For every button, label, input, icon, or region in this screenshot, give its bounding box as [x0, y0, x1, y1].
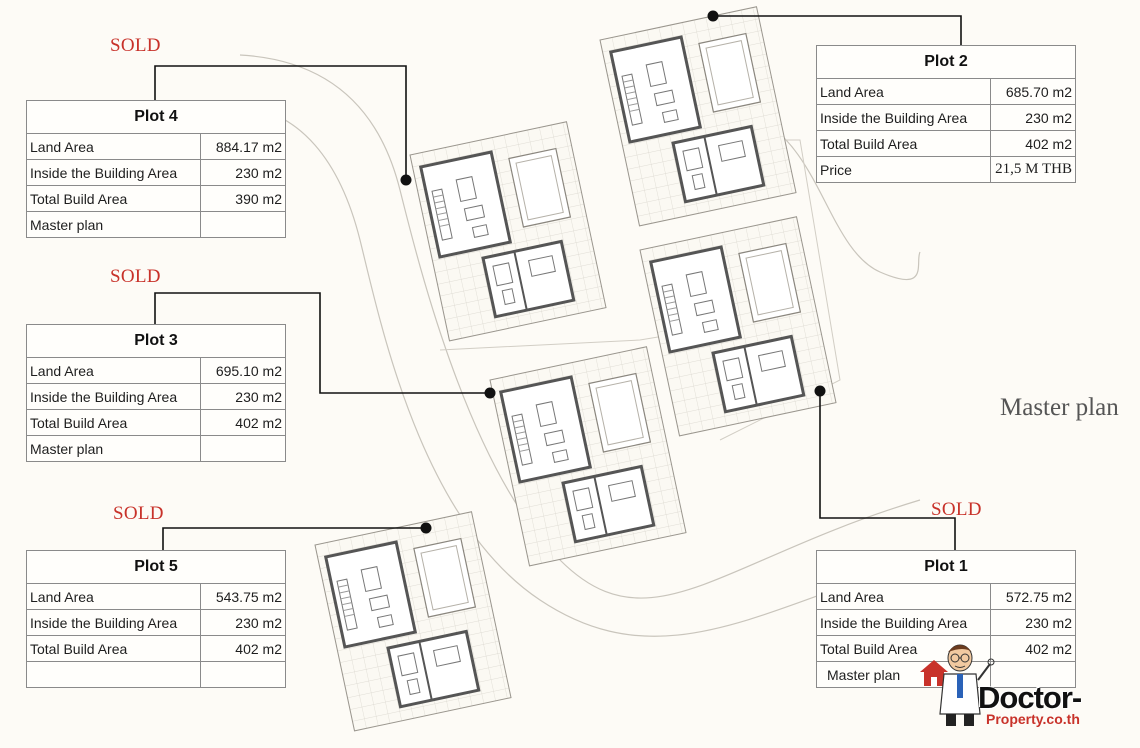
plot1-land-area-value: 572.75 m2	[990, 583, 1076, 610]
plot3-title: Plot 3	[26, 324, 286, 358]
plot1-master-plan-value	[990, 661, 1076, 688]
plot3-inside-area-value: 230 m2	[200, 383, 286, 410]
sold-label-plot1: SOLD	[931, 499, 982, 520]
logo-brand-text: Doctor-	[978, 680, 1082, 715]
plot3-master-plan-label: Master plan	[26, 435, 201, 462]
plot2-title: Plot 2	[816, 45, 1076, 79]
plot3-master-plan-value	[200, 435, 286, 462]
plot5-empty-label	[26, 661, 201, 688]
plot2-inside-area-value: 230 m2	[990, 104, 1076, 131]
plot4-inside-area-label: Inside the Building Area	[26, 159, 201, 186]
plot5-inside-area-label: Inside the Building Area	[26, 609, 201, 636]
plot4-land-area-label: Land Area	[26, 133, 201, 160]
plot3-total-build-label: Total Build Area	[26, 409, 201, 436]
master-plan-side-label: Master plan	[1000, 394, 1119, 421]
plot2-price-label: Price	[816, 156, 991, 183]
plot1-inside-area-label: Inside the Building Area	[816, 609, 991, 636]
plot3-inside-area-label: Inside the Building Area	[26, 383, 201, 410]
plot3-land-area-value: 695.10 m2	[200, 357, 286, 384]
plot2-land-area-value: 685.70 m2	[990, 78, 1076, 105]
logo-domain-text: Property.co.th	[986, 711, 1080, 727]
plot5-land-area-value: 543.75 m2	[200, 583, 286, 610]
plot4-total-build-label: Total Build Area	[26, 185, 201, 212]
plot5-total-build-label: Total Build Area	[26, 635, 201, 662]
plot1-inside-area-value: 230 m2	[990, 609, 1076, 636]
sold-label-plot5: SOLD	[113, 503, 164, 524]
plot4-title: Plot 4	[26, 100, 286, 134]
plot5-empty-value	[200, 661, 286, 688]
plot4-inside-area-value: 230 m2	[200, 159, 286, 186]
sold-label-plot3: SOLD	[110, 266, 161, 287]
plot1-title: Plot 1	[816, 550, 1076, 584]
plot2-land-area-label: Land Area	[816, 78, 991, 105]
plot2-inside-area-label: Inside the Building Area	[816, 104, 991, 131]
plot4-master-plan-label: Master plan	[26, 211, 201, 238]
plot2-total-build-value: 402 m2	[990, 130, 1076, 157]
doctor-property-logo: Doctor- Property.co.th	[918, 640, 1138, 732]
plot5-land-area-label: Land Area	[26, 583, 201, 610]
plot3-total-build-value: 402 m2	[200, 409, 286, 436]
sold-label-plot4: SOLD	[110, 35, 161, 56]
plot4-master-plan-value	[200, 211, 286, 238]
doctor-mascot-icon	[920, 644, 995, 726]
plot1-land-area-label: Land Area	[816, 583, 991, 610]
plot4-land-area-value: 884.17 m2	[200, 133, 286, 160]
plot5-title: Plot 5	[26, 550, 286, 584]
plot2-total-build-label: Total Build Area	[816, 130, 991, 157]
plot2-price-value: 21,5 M THB	[990, 156, 1076, 183]
plot4-total-build-value: 390 m2	[200, 185, 286, 212]
plot5-total-build-value: 402 m2	[200, 635, 286, 662]
plot5-inside-area-value: 230 m2	[200, 609, 286, 636]
plot3-land-area-label: Land Area	[26, 357, 201, 384]
